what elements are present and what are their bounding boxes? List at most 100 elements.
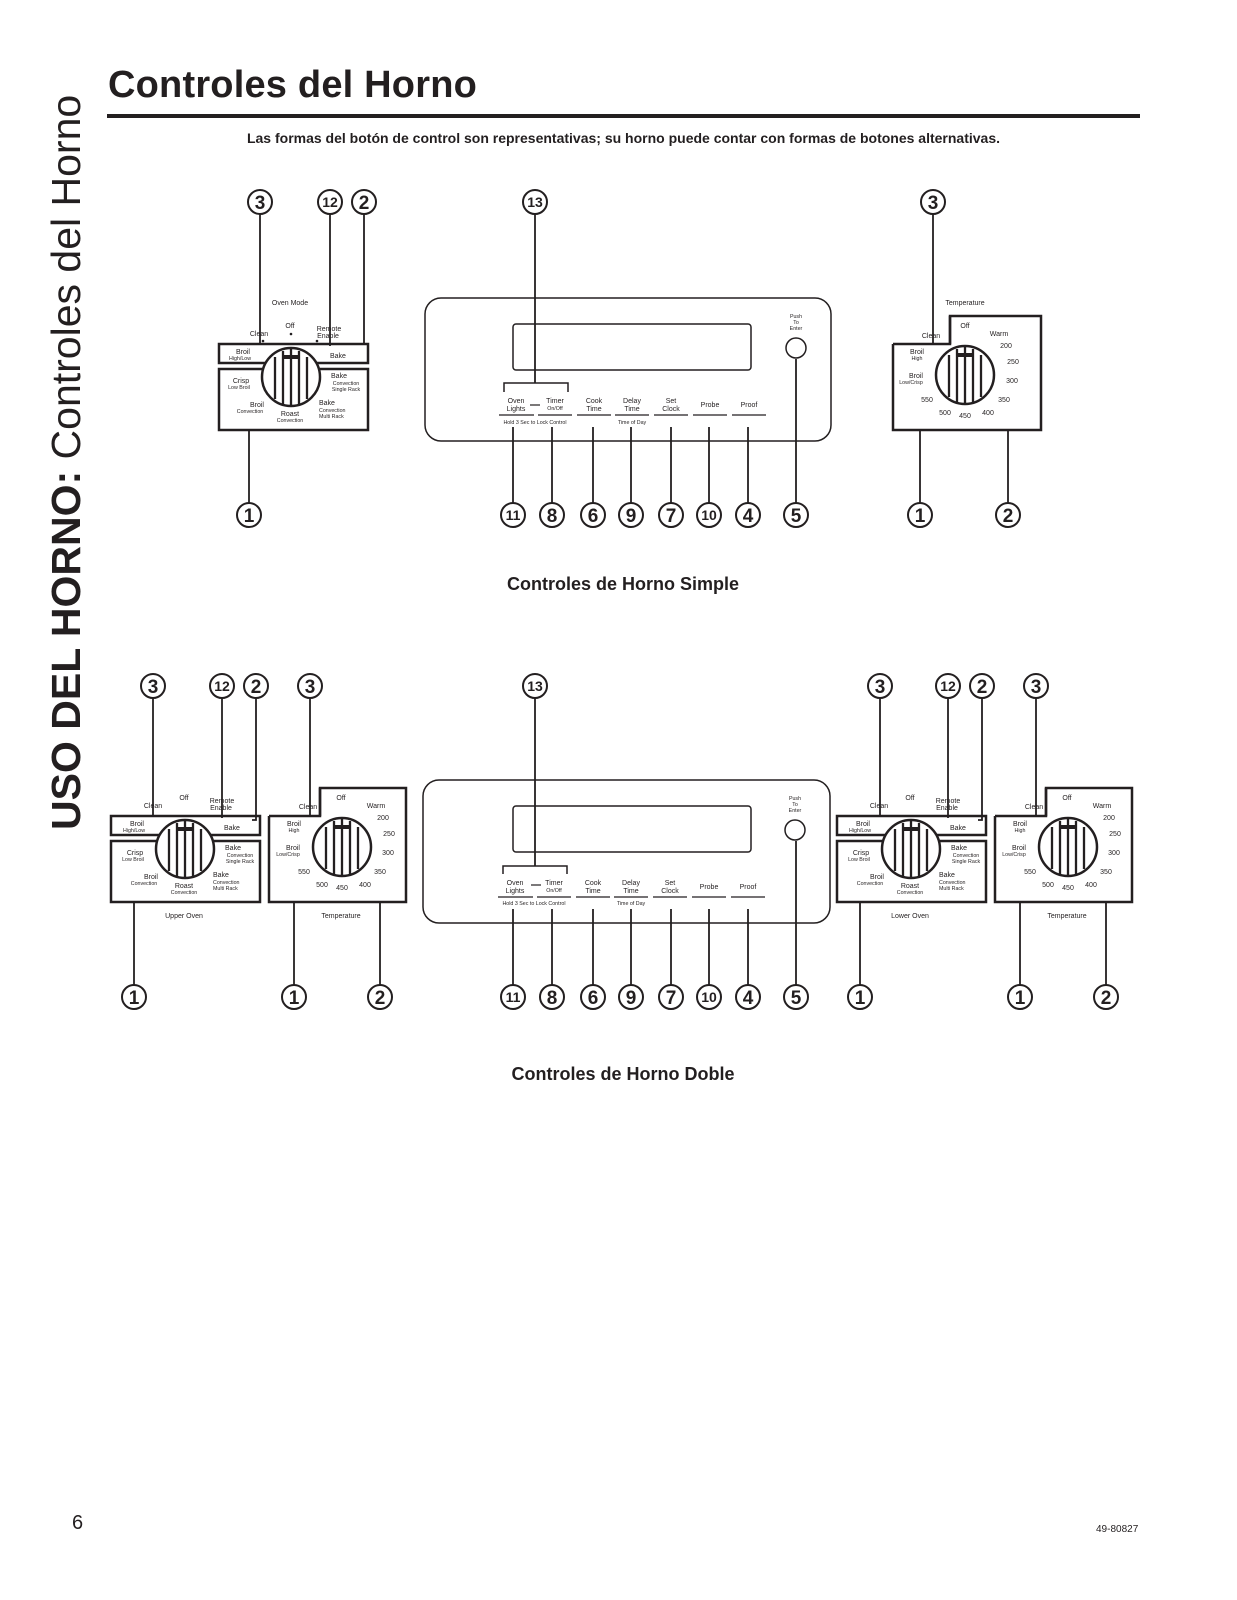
double-set-clock-button[interactable]: Set Clock: [653, 880, 687, 898]
upper-temp-broil-low: Broil: [286, 845, 300, 852]
callout-number: 3: [148, 677, 159, 698]
temp-label-high: High: [912, 356, 923, 362]
callout-10: 10: [696, 984, 722, 1010]
double-set-clock-label: Set: [665, 880, 676, 887]
callout-number: 1: [244, 506, 255, 527]
callout-number: 7: [666, 988, 677, 1009]
temp-label-lowcrisp: Low/Crisp: [899, 380, 923, 386]
upper-temperature-knob[interactable]: [311, 816, 373, 878]
upper-mode-knob-panel: Clean Off Remote Enable Broil High/Low B…: [109, 795, 262, 920]
temp-350: 350: [998, 397, 1010, 404]
callout-number: 1: [129, 988, 140, 1009]
callout-5: 5: [783, 984, 809, 1010]
push-to-enter-button[interactable]: [785, 337, 807, 359]
probe-button[interactable]: Probe: [693, 402, 727, 416]
double-push-to-enter-button[interactable]: [784, 819, 806, 841]
temp-550: 550: [921, 397, 933, 404]
callout-3: 3: [867, 673, 893, 699]
callout-2: 2: [969, 673, 995, 699]
callout-9: 9: [618, 502, 644, 528]
double-callout-lines: [133, 698, 1107, 986]
callout-2: 2: [243, 673, 269, 699]
lower-temp-250: 250: [1109, 831, 1121, 838]
callout-8: 8: [539, 502, 565, 528]
upper-temp-250: 250: [383, 831, 395, 838]
callout-number: 3: [928, 193, 939, 214]
callout-number: 2: [1101, 988, 1112, 1009]
knob-label-remote: Remote: [317, 326, 342, 333]
double-delay-time-button[interactable]: Delay Time Time of Day: [614, 880, 648, 907]
lower-temp-off: Off: [1062, 795, 1071, 802]
upper-knob-singlerack: Single Rack: [226, 859, 255, 865]
lower-temp-550: 550: [1024, 869, 1036, 876]
callout-3: 3: [140, 673, 166, 699]
knob-label-lowbroil: Low Broil: [228, 385, 250, 391]
callout-number: 13: [527, 678, 543, 694]
callout-6: 6: [580, 502, 606, 528]
proof-label: Proof: [741, 402, 758, 409]
set-clock-label: Set: [666, 398, 677, 405]
callout-number: 2: [375, 988, 386, 1009]
temp-450: 450: [959, 413, 971, 420]
knob-label-broilconv: Broil: [250, 402, 264, 409]
callout-7: 7: [658, 502, 684, 528]
callout-5: 5: [783, 502, 809, 528]
knob-label-bakeconv: Bake: [331, 373, 347, 380]
upper-knob-lowbroil: Low Broil: [122, 857, 144, 863]
callout-number: 11: [506, 507, 521, 523]
upper-oven-mode-knob[interactable]: [154, 818, 216, 880]
set-clock-button[interactable]: Set Clock: [654, 398, 688, 416]
lower-temperature-knob[interactable]: [1037, 816, 1099, 878]
temp-200: 200: [1000, 343, 1012, 350]
timer-label: Timer: [546, 398, 564, 405]
knob-label-broilconv-2: Convection: [237, 409, 264, 415]
double-probe-button[interactable]: Probe: [692, 884, 726, 898]
lower-knob-roast: Roast: [901, 883, 919, 890]
callout-1: 1: [236, 502, 262, 528]
double-timer-label: Timer: [545, 880, 563, 887]
lower-knob-singlerack: Single Rack: [952, 859, 981, 865]
callout-4: 4: [735, 502, 761, 528]
callout-number: 1: [915, 506, 926, 527]
temperature-knob[interactable]: [934, 344, 996, 406]
upper-knob-highlow: High/Low: [123, 828, 145, 834]
double-control-panel: Oven Lights Timer On/Off Hold 3 Sec to L…: [422, 779, 831, 924]
callout-number: 2: [977, 677, 988, 698]
callout-3: 3: [1023, 673, 1049, 699]
double-timer-button[interactable]: Timer On/Off: [537, 880, 571, 898]
lower-knob-highlow: High/Low: [849, 828, 871, 834]
oven-lights-button[interactable]: Oven Lights: [499, 398, 534, 416]
temp-300: 300: [1006, 378, 1018, 385]
temp-label-warm: Warm: [990, 331, 1009, 338]
callout-3: 3: [920, 189, 946, 215]
double-probe-label: Probe: [700, 884, 719, 891]
callout-number: 4: [743, 988, 754, 1009]
callout-1: 1: [1007, 984, 1033, 1010]
lower-temp-300: 300: [1108, 850, 1120, 857]
proof-button[interactable]: Proof: [732, 402, 766, 416]
knob-label-roastconv: Convection: [277, 418, 304, 424]
timer-button[interactable]: Timer On/Off: [538, 398, 572, 416]
callout-6: 6: [580, 984, 606, 1010]
callout-number: 2: [359, 193, 370, 214]
delay-time-button[interactable]: Delay Time Time of Day: [615, 398, 649, 426]
upper-knob-off: Off: [179, 795, 188, 802]
oven-lights-label-2: Lights: [507, 406, 526, 413]
double-push-label-3: Enter: [789, 808, 802, 814]
knob-label-crisp: Crisp: [233, 378, 249, 385]
oven-mode-knob[interactable]: [260, 346, 322, 408]
push-label-3: Enter: [790, 326, 803, 332]
double-oven-lights-button[interactable]: Oven Lights: [498, 880, 533, 898]
double-cook-time-button[interactable]: Cook Time: [576, 880, 610, 898]
callout-number: 3: [305, 677, 316, 698]
single-temp-knob-panel: Temperature Clean Off Warm Broil High Br…: [891, 300, 1043, 432]
callout-2: 2: [351, 189, 377, 215]
cook-time-button[interactable]: Cook Time: [577, 398, 611, 416]
upper-temp-400: 400: [359, 882, 371, 889]
lower-oven-title: Lower Oven: [891, 913, 929, 920]
double-proof-button[interactable]: Proof: [731, 884, 765, 898]
document-code: 49-80827: [1096, 1524, 1139, 1535]
lower-oven-mode-knob[interactable]: [880, 818, 942, 880]
callout-3: 3: [247, 189, 273, 215]
